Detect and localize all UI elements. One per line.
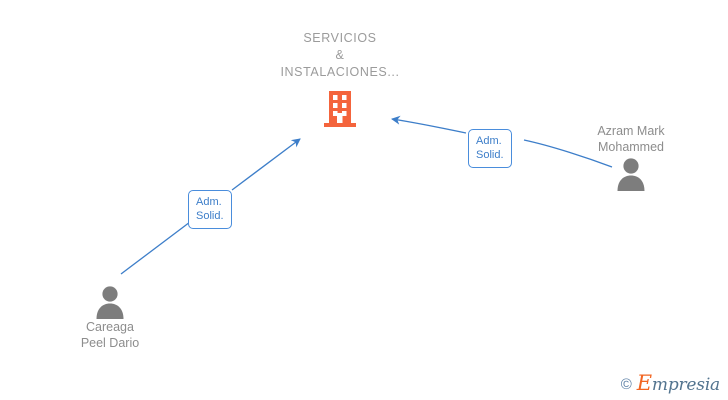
building-icon[interactable] xyxy=(250,87,430,129)
person-node-azram[interactable]: Azram Mark Mohammed xyxy=(546,123,716,191)
brand-logo: Empresia xyxy=(637,373,720,395)
copyright-icon: © xyxy=(620,376,632,393)
watermark: © Empresia xyxy=(620,373,720,395)
person-name-label: Azram Mark Mohammed xyxy=(597,124,665,154)
person-node-careaga[interactable]: Careaga Peel Dario xyxy=(25,283,195,351)
brand-initial: E xyxy=(636,371,652,395)
company-name-label: SERVICIOS & INSTALACIONES... xyxy=(280,31,400,79)
company-node[interactable]: SERVICIOS & INSTALACIONES... xyxy=(250,30,430,129)
person-icon[interactable] xyxy=(25,283,195,319)
edge-label-careaga[interactable]: Adm. Solid. xyxy=(188,190,232,229)
person-name-label: Careaga Peel Dario xyxy=(80,320,140,350)
person-icon[interactable] xyxy=(546,155,716,191)
edge-label-azram[interactable]: Adm. Solid. xyxy=(468,129,512,168)
brand-name: mpresia xyxy=(651,375,720,395)
